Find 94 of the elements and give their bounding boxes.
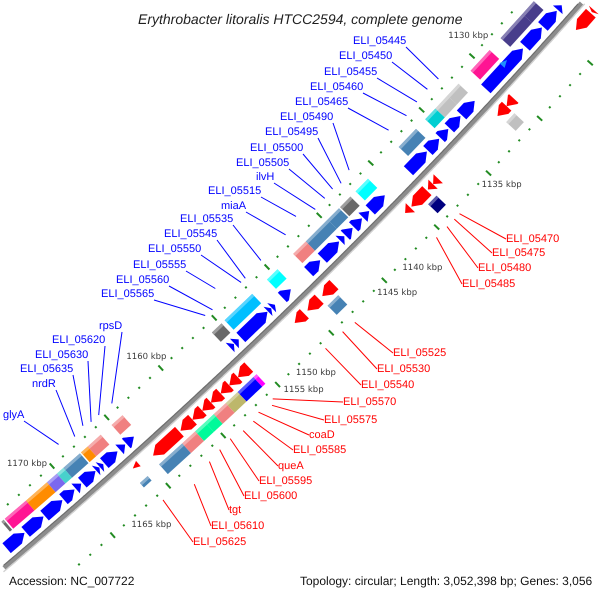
gene-label: ELI_05565	[101, 288, 154, 300]
gene-label: nrdR	[32, 378, 56, 390]
leader-line	[288, 168, 326, 199]
gene-label: ELI_05630	[35, 349, 88, 361]
leader-line	[232, 224, 262, 261]
gene-label: ELI_05485	[462, 278, 516, 290]
leader-line	[168, 286, 213, 310]
leader-line	[376, 78, 418, 102]
scale-label: 1170 kbp	[6, 458, 48, 469]
gene-label: ELI_05445	[353, 35, 406, 47]
gene-label: ELI_05545	[164, 228, 218, 240]
map-title: Erythrobacter litoralis HTCC2594, complete genome	[138, 11, 462, 27]
accession-text: Accession: NC_007722	[9, 574, 134, 588]
leader-line	[252, 420, 294, 450]
gene-label: ELI_05610	[211, 520, 264, 532]
gene-label: ELI_05495	[265, 126, 318, 138]
leader-line	[272, 398, 344, 402]
gene-label: ELI_05560	[116, 274, 170, 286]
gene-label: ELI_05555	[133, 259, 186, 271]
gene-label: ELI_05620	[52, 334, 106, 346]
leader-line	[208, 461, 230, 510]
gene-label: ELI_05465	[295, 96, 348, 108]
gene-label: ELI_05595	[259, 475, 312, 487]
leader-line	[200, 254, 242, 283]
leader-line	[348, 108, 390, 131]
leader-line	[325, 348, 362, 386]
leader-line	[154, 300, 206, 316]
scale-label: 1160 kbp	[126, 352, 166, 362]
leader-line	[194, 484, 212, 526]
leader-line	[111, 332, 122, 404]
gene-label: miaA	[221, 200, 246, 212]
leader-line	[332, 122, 350, 171]
leader-line	[56, 390, 76, 438]
scale-label: 1140 kbp	[402, 262, 442, 273]
gene-label: ELI_05515	[208, 185, 262, 197]
leader-line	[459, 213, 506, 240]
gene-label: ELI_05470	[506, 233, 560, 245]
gene-label: ELI_05540	[361, 379, 414, 391]
leader-line	[274, 182, 316, 210]
gene-label: ELI_05500	[250, 142, 304, 154]
gene-label: coaD	[309, 429, 335, 441]
leader-line	[318, 138, 342, 184]
leader-line	[446, 226, 478, 268]
leader-line	[392, 62, 428, 90]
gene-label: ELI_05600	[244, 490, 298, 502]
leader-line	[342, 331, 378, 370]
gene-label: queA	[278, 460, 304, 472]
leader-line	[436, 236, 462, 284]
gene-label: ELI_05480	[478, 262, 532, 274]
leader-line	[24, 420, 60, 445]
scale-label: 1135 kbp	[482, 180, 522, 190]
leader-line	[186, 270, 216, 289]
gene-label: ELI_05625	[193, 536, 246, 548]
scale-label: 1130 kbp	[448, 31, 488, 42]
leader-line	[454, 218, 492, 254]
leader-line	[98, 346, 106, 416]
leader-line	[246, 212, 286, 236]
gene-label: tgt	[229, 504, 242, 516]
leader-line	[72, 374, 84, 426]
gene-label: ELI_05535	[180, 213, 234, 225]
gene-label: ELI_05585	[293, 444, 346, 456]
gene-label: ELI_05455	[324, 66, 378, 78]
scale-label: 1155 kbp	[284, 385, 324, 396]
leader-line	[219, 449, 244, 496]
leader-line	[260, 196, 296, 217]
gene-label: ELI_05460	[310, 81, 364, 93]
gene-label: ELI_05575	[324, 414, 378, 426]
gene-label: ELI_05570	[343, 396, 396, 408]
scale-label: 1150 kbp	[296, 368, 336, 378]
leader-line	[88, 360, 92, 422]
leader-line	[302, 154, 334, 190]
leader-line	[216, 240, 246, 279]
leader-line	[354, 322, 394, 354]
gene-label: ELI_05635	[20, 363, 74, 375]
leader-line	[242, 430, 278, 466]
genome-stats-text: Topology: circular; Length: 3,052,398 bp; Genes: 3,056	[300, 574, 592, 588]
gene-label: ELI_05505	[236, 157, 290, 169]
gene-label: ELI_05530	[377, 363, 430, 375]
scale-label: 1145 kbp	[377, 288, 418, 298]
gene-label: ELI_05490	[280, 111, 334, 123]
gene-label: ELI_05525	[393, 347, 446, 359]
gene-label: glyA	[3, 409, 24, 421]
gene-label: ELI_05550	[148, 243, 202, 255]
leader-line	[406, 46, 439, 80]
leader-line	[162, 499, 194, 542]
scale-label: 1165 kbp	[131, 520, 172, 530]
leader-line	[272, 404, 324, 420]
leader-line	[258, 412, 310, 436]
gene-label: ELI_05450	[339, 50, 392, 62]
gene-label: rpsD	[99, 320, 122, 332]
gene-label: ilvH	[256, 171, 274, 183]
leader-line	[362, 92, 407, 116]
gene-label: ELI_05475	[492, 247, 546, 259]
leader-line	[230, 438, 260, 482]
